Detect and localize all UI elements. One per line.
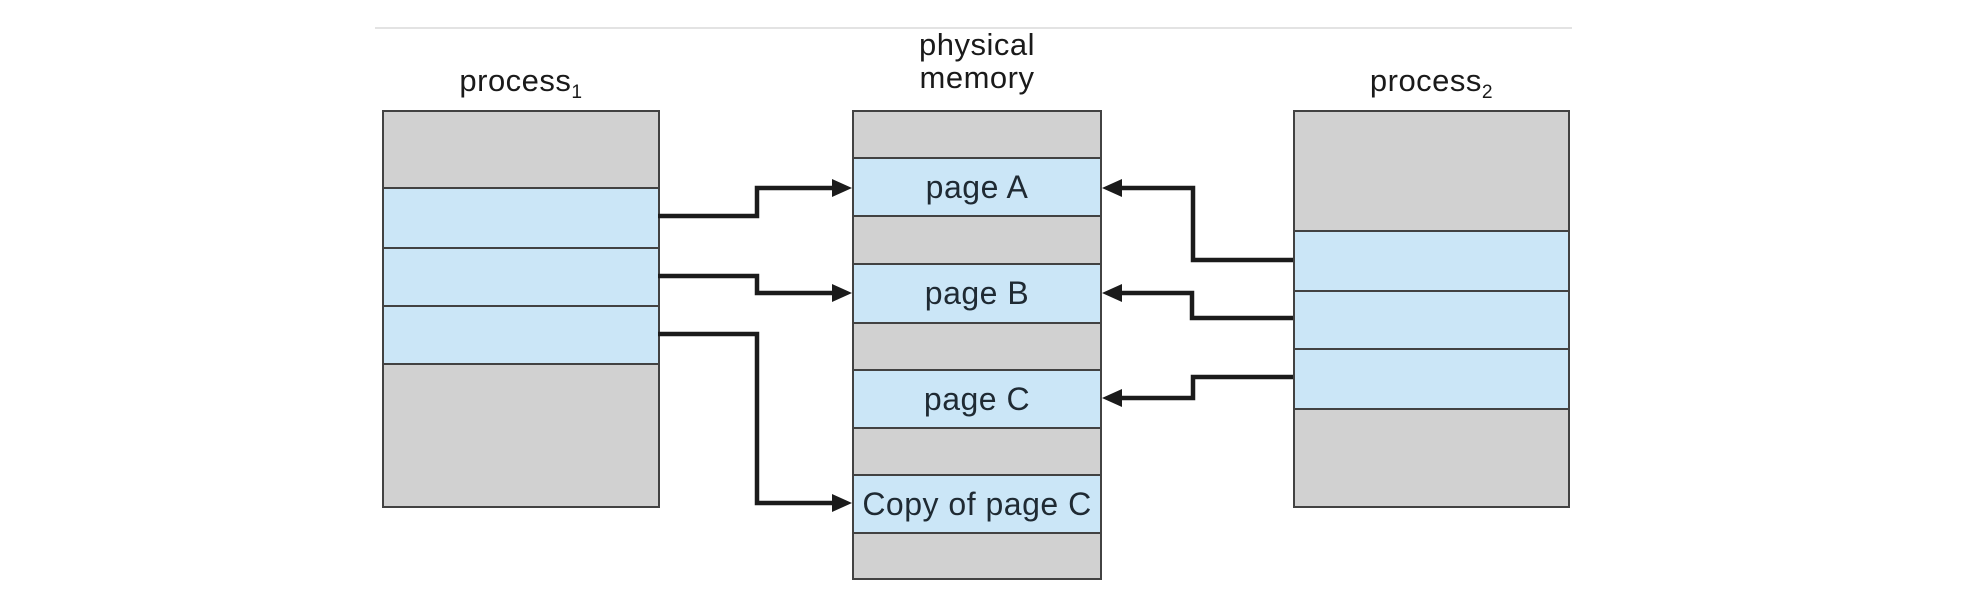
arrowhead-process1-to-page-b <box>832 284 852 302</box>
physical-memory-segment-4: page B <box>854 265 1100 324</box>
physical-memory-title: physical memory <box>852 28 1102 94</box>
process2-segment-2 <box>1295 232 1568 292</box>
arrowhead-process1-to-copy-of-page-c <box>832 494 852 512</box>
process1-segment-5 <box>384 365 658 506</box>
physical-memory-segment-3 <box>854 217 1100 265</box>
arrow-line-process2-to-page-a <box>1122 185 1293 263</box>
physical-memory-segment-1 <box>854 112 1100 159</box>
arrowhead-process1-to-page-a <box>832 179 852 197</box>
process2-segment-1 <box>1295 112 1568 232</box>
top-divider <box>375 27 1572 29</box>
process1-segment-1 <box>384 112 658 189</box>
page-label: Copy of page C <box>862 485 1092 522</box>
arrowhead-process2-to-page-c <box>1102 389 1122 407</box>
physical-memory-segment-7 <box>854 429 1100 476</box>
page-label: page C <box>923 380 1031 417</box>
process1-box <box>382 110 660 508</box>
process1-title-subscript: 1 <box>571 82 583 104</box>
process1-segment-4 <box>384 307 658 365</box>
arrow-line-process2-to-page-c <box>1122 374 1293 401</box>
physical-memory-segment-5 <box>854 324 1100 371</box>
arrow-line-process1-to-page-b <box>658 273 832 296</box>
physical-memory-title-line2: memory <box>919 60 1035 95</box>
process2-box <box>1293 110 1570 508</box>
physical-memory-segment-8: Copy of page C <box>854 476 1100 534</box>
page-label: page A <box>925 168 1029 205</box>
physical-memory-box: page A page B page C Copy of page C <box>852 110 1102 580</box>
process1-title: process1 <box>382 63 660 102</box>
process2-title-subscript: 2 <box>1481 82 1494 104</box>
arrow-line-process1-to-page-a <box>658 185 832 219</box>
process2-segment-3 <box>1295 292 1568 350</box>
arrow-line-process2-to-page-b <box>1122 290 1293 321</box>
process1-title-text: process <box>459 63 572 98</box>
arrowhead-process2-to-page-a <box>1102 179 1122 197</box>
process2-segment-5 <box>1295 410 1568 506</box>
process2-title: process2 <box>1293 63 1570 102</box>
physical-memory-segment-9 <box>854 534 1100 578</box>
physical-memory-segment-2: page A <box>854 159 1100 217</box>
arrowhead-process2-to-page-b <box>1102 284 1122 302</box>
page-label: page B <box>924 275 1030 311</box>
process2-title-text: process <box>1369 63 1482 98</box>
process1-segment-2 <box>384 189 658 249</box>
process1-segment-3 <box>384 249 658 307</box>
arrow-line-process1-to-copy-of-page-c <box>658 331 832 506</box>
process2-segment-4 <box>1295 350 1568 410</box>
physical-memory-title-line1: physical <box>919 27 1035 62</box>
physical-memory-segment-6: page C <box>854 371 1100 429</box>
